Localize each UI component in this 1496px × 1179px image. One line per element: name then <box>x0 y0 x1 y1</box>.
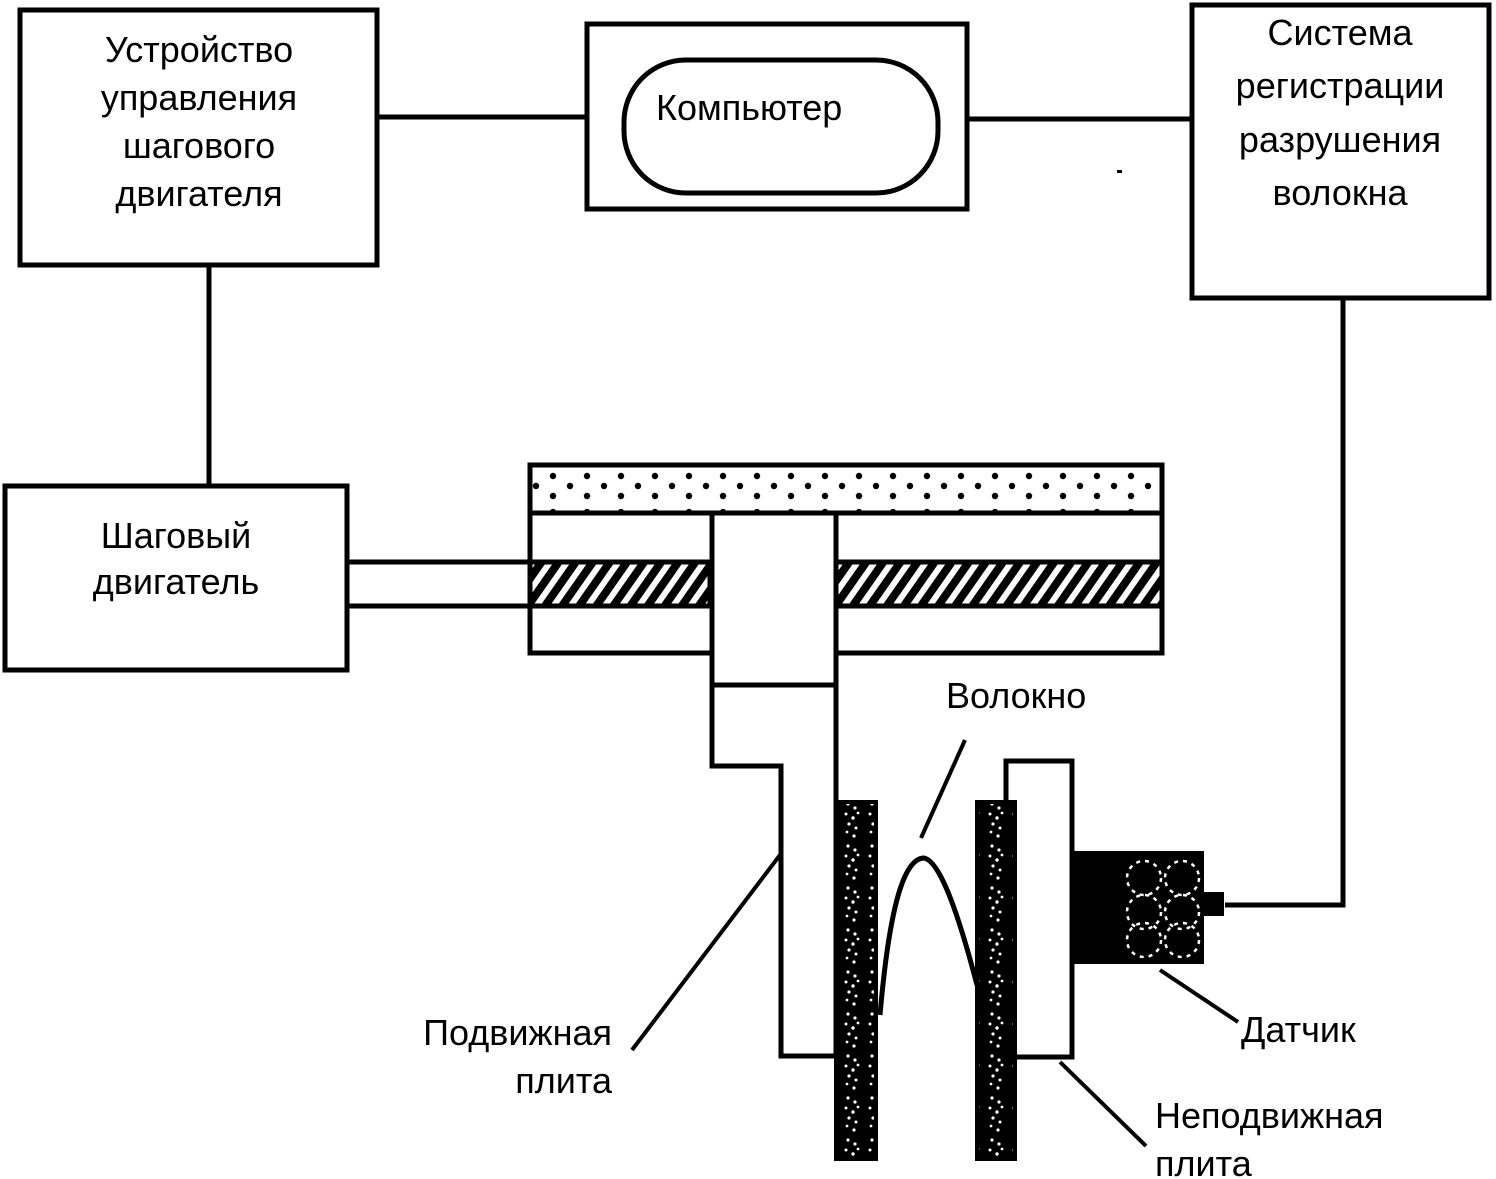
movable-plate-leader-line <box>630 853 782 1052</box>
controller-block: Устройство управления шагового двигателя <box>17 7 380 268</box>
wire-fracture-system-sensor <box>1225 298 1346 908</box>
motor-shaft <box>347 559 530 609</box>
dotted-top-layer <box>527 462 1165 516</box>
controller-label-line-2: управления <box>101 77 297 118</box>
controller-label-line-3: шагового <box>123 125 275 166</box>
fiber-loop <box>877 855 980 1016</box>
fracture-system-label-line-2: регистрации <box>1236 65 1445 106</box>
fiber-label: Волокно <box>946 675 1086 716</box>
fiber-leader-line <box>919 739 967 839</box>
computer-label: Компьютер <box>656 87 842 128</box>
fracture-system-block: Система регистрации разрушения волокна <box>1189 2 1492 301</box>
lead-screw-right <box>833 559 1165 609</box>
fixed-plate-label-line-2: плита <box>1155 1143 1253 1179</box>
fixed-plate-label-line-1: Неподвижная <box>1155 1095 1383 1136</box>
movable-plate-label-line-1: Подвижная <box>423 1012 612 1053</box>
fracture-system-label-line-1: Система <box>1268 12 1414 53</box>
sensor-label: Датчик <box>1241 1009 1356 1050</box>
movable-plate-clamp <box>834 800 878 1161</box>
lead-screw-left <box>527 559 713 609</box>
fracture-system-label-line-3: разрушения <box>1239 119 1441 160</box>
controller-label-line-4: двигателя <box>115 173 282 214</box>
controller-label-line-1: Устройство <box>105 29 293 70</box>
stepper-motor-label-line-1: Шаговый <box>101 515 252 556</box>
sensor-body <box>1072 851 1204 964</box>
fixed-plate-leader-line <box>1058 1060 1148 1148</box>
guide-rail-assembly <box>527 462 1165 688</box>
scan-speck <box>1117 170 1122 173</box>
sensor-leader-line <box>1158 968 1240 1024</box>
fracture-system-label-line-4: волокна <box>1272 172 1408 213</box>
computer-terminal-shape <box>621 57 941 196</box>
sensor-connector <box>1204 892 1224 916</box>
computer-block: Компьютер <box>584 21 970 212</box>
stepper-motor-block: Шаговый двигатель <box>2 483 350 673</box>
sensor-coil-pattern <box>1125 859 1201 959</box>
carriage <box>709 510 839 688</box>
sensor <box>1072 851 1224 964</box>
stepper-motor-label-line-2: двигатель <box>93 561 259 602</box>
movable-plate-label-line-2: плита <box>515 1060 613 1101</box>
fixed-plate-clamp <box>975 800 1017 1161</box>
movable-plate-arm <box>709 682 839 1059</box>
